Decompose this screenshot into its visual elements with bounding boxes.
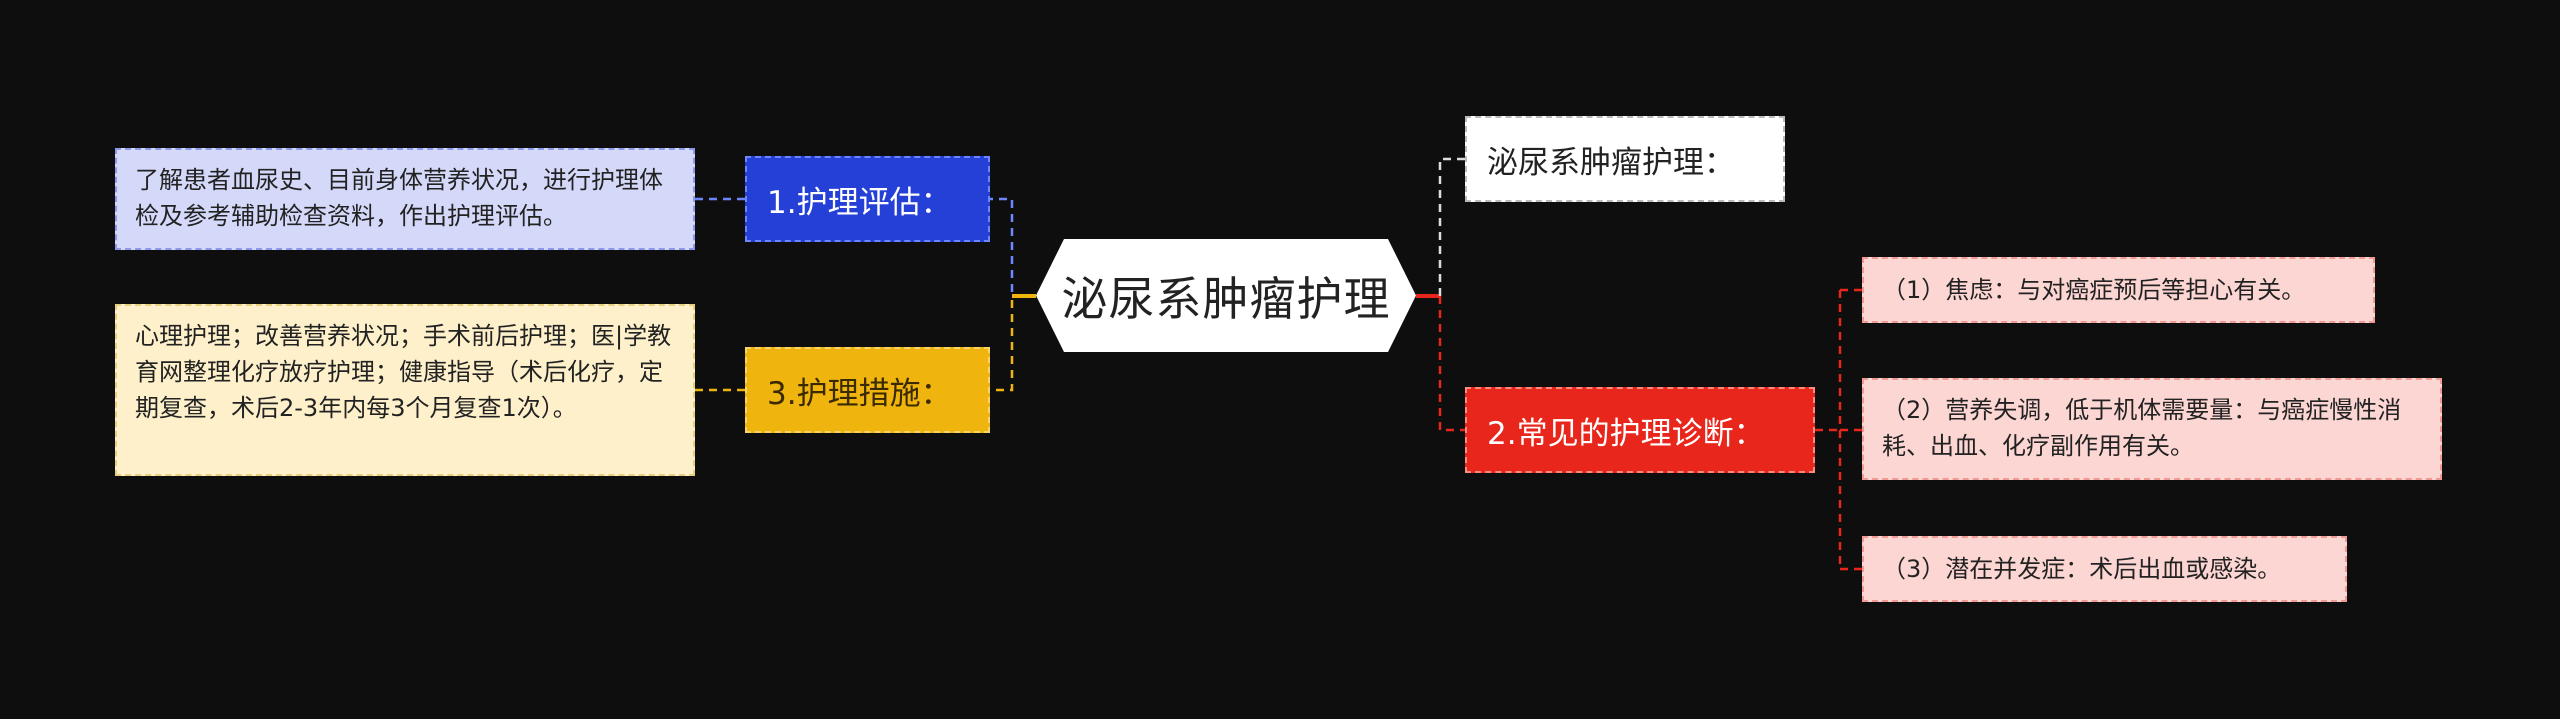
branch-assessment[interactable]: 1.护理评估： xyxy=(745,156,990,242)
branch-diagnosis[interactable]: 2.常见的护理诊断： xyxy=(1465,387,1815,473)
branch-measures[interactable]: 3.护理措施： xyxy=(745,347,990,433)
diagnosis-item-text: （1）焦虑：与对癌症预后等担心有关。 xyxy=(1882,276,2306,304)
branch-topic[interactable]: 泌尿系肿瘤护理： xyxy=(1465,116,1785,202)
branch-topic-label: 泌尿系肿瘤护理： xyxy=(1487,144,1735,181)
link-root-assessment xyxy=(990,197,1036,298)
link-diagnosis-items xyxy=(1815,288,1862,571)
branch-diagnosis-label: 2.常见的护理诊断： xyxy=(1487,415,1765,452)
link-root-measures xyxy=(990,294,1036,392)
diagnosis-item-anxiety[interactable]: （1）焦虑：与对癌症预后等担心有关。 xyxy=(1862,257,2375,323)
diagnosis-item-nutrition[interactable]: （2）营养失调，低于机体需要量：与癌症慢性消耗、出血、化疗副作用有关。 xyxy=(1862,378,2442,480)
assessment-detail-text: 了解患者血尿史、目前身体营养状况，进行护理体检及参考辅助检查资料，作出护理评估。 xyxy=(135,166,663,230)
diagnosis-item-text: （3）潜在并发症：术后出血或感染。 xyxy=(1882,555,2282,583)
assessment-detail[interactable]: 了解患者血尿史、目前身体营养状况，进行护理体检及参考辅助检查资料，作出护理评估。 xyxy=(115,148,695,250)
measures-detail[interactable]: 心理护理；改善营养状况；手术前后护理；医|学教育网整理化疗放疗护理；健康指导（术… xyxy=(115,304,695,476)
root-topic[interactable]: 泌尿系肿瘤护理 xyxy=(1036,239,1416,352)
link-root-diagnosis xyxy=(1438,296,1465,432)
measures-detail-text: 心理护理；改善营养状况；手术前后护理；医|学教育网整理化疗放疗护理；健康指导（术… xyxy=(135,322,672,422)
branch-measures-label: 3.护理措施： xyxy=(767,375,952,412)
diagnosis-item-complication[interactable]: （3）潜在并发症：术后出血或感染。 xyxy=(1862,536,2347,602)
branch-assessment-label: 1.护理评估： xyxy=(767,184,952,221)
link-root-topic xyxy=(1438,157,1465,296)
diagnosis-item-text: （2）营养失调，低于机体需要量：与癌症慢性消耗、出血、化疗副作用有关。 xyxy=(1882,396,2402,460)
root-topic-label: 泌尿系肿瘤护理 xyxy=(1061,271,1391,326)
